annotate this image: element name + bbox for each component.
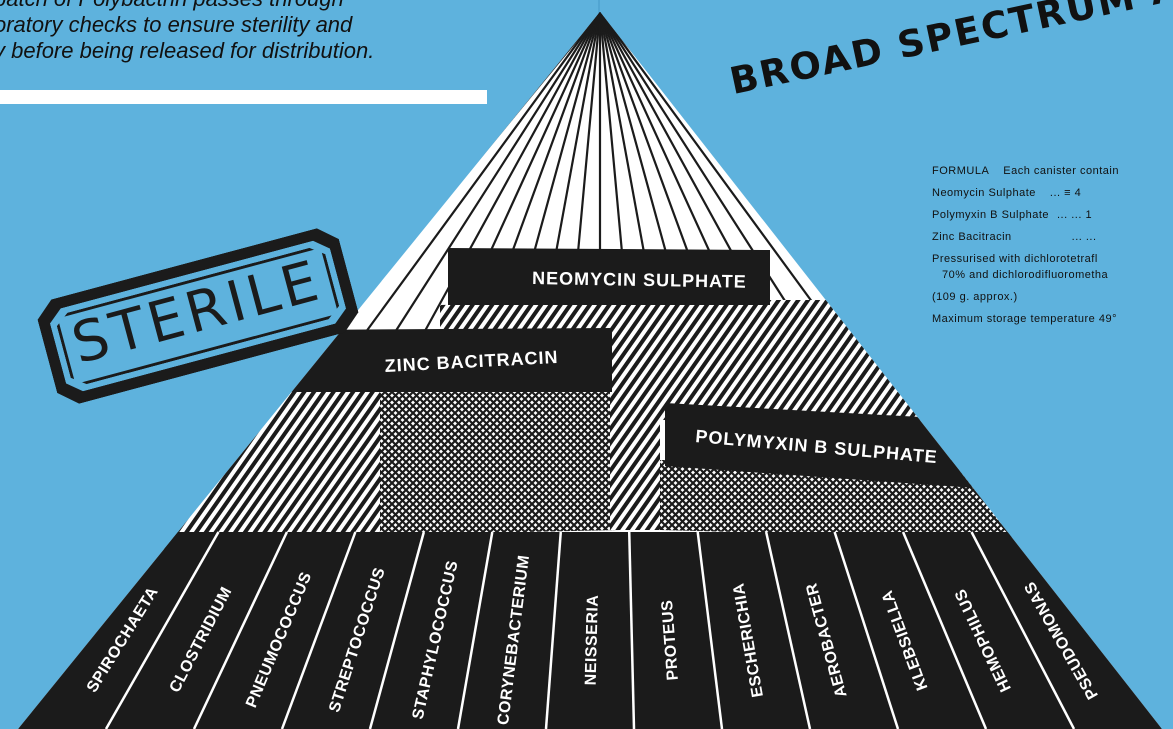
apex-ray — [359, 12, 601, 341]
column-divider — [833, 531, 900, 729]
column-divider — [970, 531, 1076, 729]
column-divider — [764, 531, 812, 729]
column-divider — [280, 531, 357, 729]
apex-ray — [389, 12, 601, 341]
formula-neomycin-value: ... ≡ 4 — [1049, 187, 1082, 199]
divider-bar — [0, 90, 487, 104]
column-divider — [456, 531, 494, 729]
organism-label: NEISSERIA — [583, 594, 602, 685]
intro-line-3: y before being released for distribution… — [0, 38, 375, 63]
column-divider — [368, 531, 426, 729]
hatched-zone-right — [640, 300, 920, 420]
zinc-band — [290, 328, 612, 392]
formula-zinc-value: ... ... — [1071, 231, 1097, 243]
intro-line-1: batch of Polybactrin passes through — [0, 0, 474, 12]
formula-polymyxin-value: ... ... 1 — [1057, 209, 1093, 221]
formula-heading: FORMULA — [932, 165, 990, 177]
organism-base — [18, 532, 1162, 729]
crosshatch-zone — [380, 380, 620, 535]
formula-zinc: Zinc Bacitracin — [932, 231, 1012, 243]
organism-label: PROTEUS — [659, 599, 682, 681]
column-divider — [696, 531, 724, 729]
apex-ray — [599, 12, 811, 341]
formula-pressurised-2: 70% and dichlorodifluorometha — [942, 269, 1109, 281]
formula-heading-tail: Each canister contain — [1003, 165, 1119, 177]
organism-columns — [18, 531, 1162, 729]
column-divider — [104, 531, 220, 729]
neomycin-band — [448, 248, 770, 305]
formula-weight: (109 g. approx.) — [932, 291, 1018, 303]
apex-ray — [599, 12, 841, 341]
column-divider — [192, 531, 289, 729]
column-divider — [544, 531, 563, 729]
formula-polymyxin: Polymyxin B Sulphate — [932, 209, 1049, 221]
intro-line-2: oratory checks to ensure sterility and — [0, 12, 353, 37]
formula-storage: Maximum storage temperature 49° — [932, 313, 1117, 325]
formula-neomycin: Neomycin Sulphate — [932, 187, 1036, 199]
column-divider — [627, 531, 636, 729]
polymyxin-band — [665, 403, 975, 488]
formula-pressurised-1: Pressurised with dichlorotetrafl — [932, 253, 1098, 265]
hatched-zone-center — [440, 300, 660, 530]
formula-panel: FORMULA Each canister contain Neomycin Su… — [932, 165, 1173, 335]
intro-text: batch of Polybactrin passes through orat… — [0, 0, 474, 64]
neomycin-label: NEOMYCIN SULPHATE — [532, 268, 747, 292]
column-divider — [901, 531, 988, 729]
